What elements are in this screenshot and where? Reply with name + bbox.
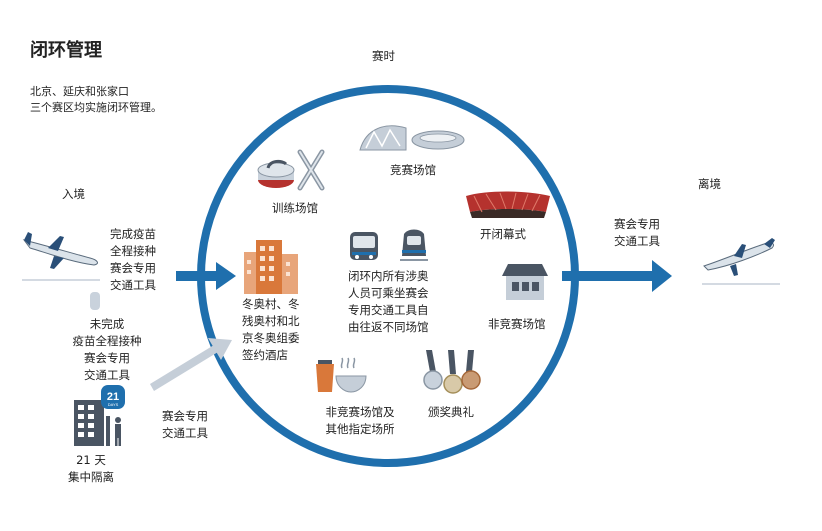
days-badge: 21 DAYS — [101, 385, 125, 409]
opening-closing-label: 开闭幕式 — [480, 227, 526, 241]
entry-label: 入境 — [62, 187, 85, 201]
skis-icon — [297, 149, 325, 191]
medals-icon — [423, 350, 481, 394]
days-badge-number: 21 — [107, 391, 119, 403]
entry-arrow — [176, 262, 236, 290]
building-icon — [74, 400, 121, 446]
airplane-icon — [22, 232, 100, 281]
exit-arrow — [562, 260, 672, 292]
bus-icon — [350, 232, 378, 260]
unvaccinated-transport-label: 未完成 疫苗全程接种 赛会专用 交通工具 — [72, 317, 142, 382]
non-comp-designated-label: 非竞赛场馆及 其他指定场所 — [325, 405, 395, 436]
games-transport-bottom-label: 赛会专用 交通工具 — [162, 409, 208, 440]
days-badge-unit: DAYS — [108, 402, 119, 407]
award-ceremony-label: 颁奖典礼 — [428, 405, 474, 419]
training-venues-label: 训练场馆 — [272, 201, 318, 215]
closed-loop-transport-label: 闭环内所有涉奥 人员可乘坐赛会 专用交通工具自 由往返不同场馆 — [348, 269, 429, 334]
hot-food-icon — [335, 357, 367, 393]
intro-text: 北京、延庆和张家口 三个赛区均实施闭环管理。 — [30, 85, 162, 114]
villages-hotels-label: 冬奥村、冬 残奥村和北 京冬奥组委 签约酒店 — [242, 297, 300, 362]
train-icon — [400, 229, 428, 261]
person-icon — [90, 292, 100, 310]
quarantine-label: 21 天 集中隔离 — [68, 453, 114, 484]
quarantine-transport-arrow — [150, 338, 232, 391]
stadium-icon — [359, 125, 465, 151]
exit-label: 离境 — [698, 177, 721, 191]
competition-venues-label: 竞赛场馆 — [390, 163, 436, 177]
curling-stone-icon — [257, 159, 295, 188]
drink-icon — [316, 360, 334, 392]
airplane-icon — [702, 238, 780, 285]
hotel-building-icon — [244, 240, 298, 294]
page-title: 闭环管理 — [30, 40, 102, 61]
birds-nest-stadium-icon — [466, 191, 550, 218]
non-competition-venues-label: 非竞赛场馆 — [488, 317, 546, 331]
during-games-label: 赛时 — [372, 49, 395, 63]
vaccinated-transport-label: 完成疫苗 全程接种 赛会专用 交通工具 — [110, 227, 156, 292]
games-transport-exit-label: 赛会专用 交通工具 — [614, 217, 660, 248]
pavilion-icon — [502, 264, 548, 300]
